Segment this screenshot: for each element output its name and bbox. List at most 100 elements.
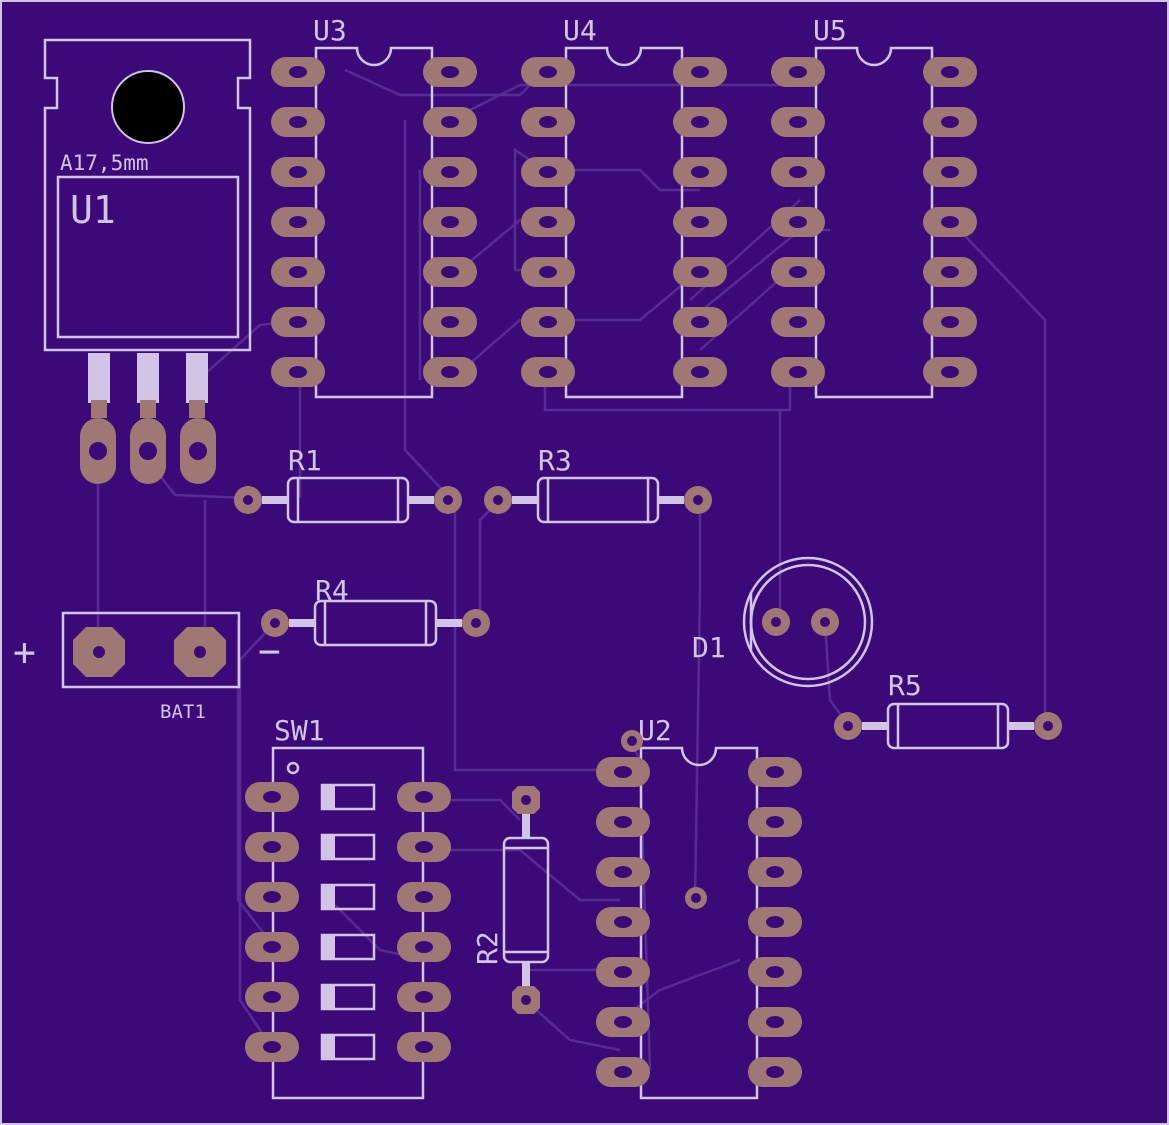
- r4-pad: [462, 609, 490, 637]
- u1-regulator: A17,5mm U1: [43, 38, 252, 484]
- sw1-pin: [397, 1032, 451, 1062]
- dip-ics: [271, 46, 977, 1100]
- sw1-toggle: [320, 883, 376, 911]
- u5-pin: [923, 107, 977, 137]
- r5-pad: [834, 712, 862, 740]
- u2-pin: [748, 857, 802, 887]
- u5-pin: [771, 307, 825, 337]
- r3-label: R3: [538, 444, 572, 477]
- u2-pin: [748, 957, 802, 987]
- mounting-hole: [111, 70, 185, 144]
- sw1-toggle: [320, 783, 376, 811]
- u5-pin: [771, 207, 825, 237]
- u5-pin: [771, 257, 825, 287]
- u5-pin: [771, 57, 825, 87]
- u2-pin: [596, 1007, 650, 1037]
- r5-resistor: [834, 702, 1062, 750]
- sw1-toggle: [320, 933, 376, 961]
- u5-pin: [923, 357, 977, 387]
- u4-pin: [521, 107, 575, 137]
- u2-pin: [748, 1057, 802, 1087]
- u4-label: U4: [563, 14, 597, 47]
- resistors: [234, 476, 1062, 1014]
- u3-pin: [423, 257, 477, 287]
- u1-pins: [80, 418, 216, 484]
- r3-pad: [484, 486, 512, 514]
- r1-resistor: [234, 476, 462, 524]
- u5-pin: [923, 207, 977, 237]
- u2-pin: [748, 1007, 802, 1037]
- r4-label: R4: [315, 574, 349, 607]
- u5-pin: [771, 357, 825, 387]
- u2-pin: [596, 857, 650, 887]
- u3-pin: [271, 307, 325, 337]
- r2-pad: [512, 786, 540, 814]
- u3-pin: [423, 107, 477, 137]
- u2-pin: [748, 907, 802, 937]
- u1-label: U1: [70, 188, 116, 232]
- u3-pin: [271, 207, 325, 237]
- u2-pin: [748, 807, 802, 837]
- r5-label: R5: [888, 669, 922, 702]
- u3-pin: [271, 357, 325, 387]
- u1-hole-label: A17,5mm: [60, 151, 149, 175]
- u2-pin: [596, 907, 650, 937]
- r2-label: R2: [471, 931, 504, 965]
- sw1-pin: [397, 932, 451, 962]
- d1-led: D1: [692, 556, 874, 688]
- sw1-pin: [397, 782, 451, 812]
- u3-pin: [271, 257, 325, 287]
- u5-pin: [923, 157, 977, 187]
- sw1-pin: [245, 832, 299, 862]
- r2-resistor: [502, 786, 550, 1014]
- u4-pin: [521, 207, 575, 237]
- u4-pin: [521, 157, 575, 187]
- r3-resistor: [484, 476, 712, 524]
- u3-pin: [423, 207, 477, 237]
- bat-plus-label: +: [13, 630, 36, 674]
- d1-label: D1: [692, 631, 726, 664]
- sw1-pin: [245, 932, 299, 962]
- sw1-pin: [397, 982, 451, 1012]
- bat-minus-label: −: [258, 629, 281, 673]
- u3-pin: [271, 57, 325, 87]
- u2-pin: [596, 807, 650, 837]
- sw1-pin: [245, 982, 299, 1012]
- sw1-pin: [397, 882, 451, 912]
- r1-label: R1: [288, 444, 322, 477]
- r3-pad: [684, 486, 712, 514]
- u4-pin: [521, 57, 575, 87]
- r5-pad: [1034, 712, 1062, 740]
- r2-pad: [512, 986, 540, 1014]
- u5-pin: [923, 307, 977, 337]
- u2-ic: [596, 746, 802, 1100]
- u4-pin: [673, 257, 727, 287]
- u3-label: U3: [313, 14, 347, 47]
- u4-pin: [521, 257, 575, 287]
- u3-pin: [271, 107, 325, 137]
- u3-ic: [271, 46, 477, 399]
- u3-pin: [423, 57, 477, 87]
- u4-pin: [521, 307, 575, 337]
- u5-ic: [771, 46, 977, 399]
- r1-pad: [234, 486, 262, 514]
- sw1-pin: [245, 782, 299, 812]
- sw1-pin: [397, 832, 451, 862]
- sw1-dip-switch: SW1: [245, 714, 451, 1100]
- u4-pin: [673, 57, 727, 87]
- u4-pin: [673, 357, 727, 387]
- r4-pad: [261, 609, 289, 637]
- bat1-label: BAT1: [160, 701, 206, 723]
- u2-pin: [596, 757, 650, 787]
- sw1-toggle: [320, 1033, 376, 1061]
- u5-pin: [923, 57, 977, 87]
- sw1-label: SW1: [274, 714, 325, 747]
- u4-ic: [521, 46, 727, 399]
- u5-pin: [771, 157, 825, 187]
- u2-label: U2: [638, 714, 672, 747]
- sw1-toggle: [320, 833, 376, 861]
- u3-pin: [423, 157, 477, 187]
- vias: [621, 730, 707, 909]
- u4-pin: [673, 107, 727, 137]
